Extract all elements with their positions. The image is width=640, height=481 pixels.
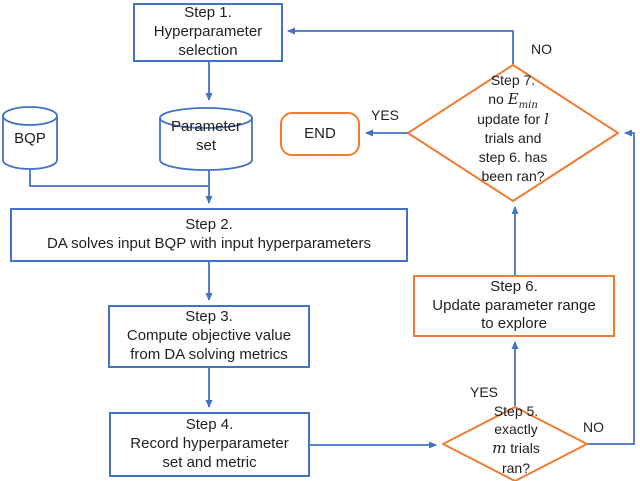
connector-step7-no-to-step1 bbox=[287, 27, 514, 64]
step4-line: set and metric bbox=[162, 453, 257, 471]
step6-line: to explore bbox=[481, 315, 547, 333]
step4-line: Record hyperparameter bbox=[130, 435, 289, 453]
step3-node: Step 3. Compute objective value from DA … bbox=[108, 305, 310, 368]
step7-line: update for l bbox=[477, 109, 549, 128]
step7-line: Step 7. bbox=[490, 72, 536, 88]
end-node: END bbox=[280, 112, 360, 156]
step5-line: ran? bbox=[501, 459, 531, 476]
step3-line: Compute objective value bbox=[126, 327, 292, 345]
step1-node: Step 1. Hyperparameter selection bbox=[133, 3, 283, 62]
step7-line: no Emin bbox=[488, 89, 538, 111]
step3-line: from DA solving metrics bbox=[130, 345, 288, 363]
step7-line: been ran? bbox=[481, 167, 545, 184]
step2-node: Step 2. DA solves input BQP with input h… bbox=[10, 208, 408, 262]
end-label: END bbox=[304, 124, 336, 142]
step1-line: Step 1. bbox=[184, 4, 232, 22]
step3-line: Step 3. bbox=[185, 308, 233, 326]
label-no-step5-to-step7: NO bbox=[583, 419, 604, 435]
step7-line: step 6. has bbox=[478, 149, 548, 166]
step4-line: Step 4. bbox=[185, 416, 234, 434]
step4-node: Step 4. Record hyperparameter set and me… bbox=[109, 412, 310, 477]
step6-line: Step 6. bbox=[490, 277, 538, 295]
label-yes-step5-to-step6: YES bbox=[470, 384, 499, 400]
bqp-cylinder-body bbox=[2, 116, 58, 170]
step7-text: Step 7. no Emin update for l trials and … bbox=[423, 71, 603, 185]
step1-line: selection bbox=[178, 41, 238, 59]
step5-line: m trials bbox=[492, 438, 540, 457]
step2-line: Step 2. bbox=[185, 216, 233, 234]
step6-node: Step 6. Update parameter range to explor… bbox=[413, 275, 615, 337]
parameter-set-label: Parameter set bbox=[170, 118, 242, 154]
step5-line: Step 5. bbox=[493, 403, 539, 419]
emin-subscript: min bbox=[518, 99, 538, 111]
label-no-step7-to-step1: NO bbox=[531, 41, 552, 57]
step5-text: Step 5. exactly m trials ran? bbox=[445, 402, 587, 477]
step6-line: Update parameter range bbox=[432, 296, 596, 314]
parameter-set-cylinder-top bbox=[159, 107, 253, 129]
step7-decision-diamond bbox=[407, 64, 619, 202]
m-symbol: m bbox=[492, 438, 507, 457]
connector-step5-no-to-step7 bbox=[587, 129, 635, 445]
step5-line: exactly bbox=[494, 421, 538, 438]
step5-decision-diamond bbox=[442, 406, 588, 481]
bqp-label: BQP bbox=[14, 130, 46, 147]
step1-line: Hyperparameter bbox=[153, 23, 263, 41]
emin-symbol: E bbox=[507, 89, 519, 108]
bqp-cylinder-top bbox=[2, 106, 58, 126]
label-yes-step7-to-end: YES bbox=[371, 107, 400, 123]
step2-line: DA solves input BQP with input hyperpara… bbox=[46, 235, 372, 252]
parameter-set-cylinder-body bbox=[159, 118, 253, 171]
step7-line: trials and bbox=[484, 130, 542, 147]
l-symbol: l bbox=[544, 109, 549, 128]
connector-bqp-join bbox=[29, 168, 208, 187]
